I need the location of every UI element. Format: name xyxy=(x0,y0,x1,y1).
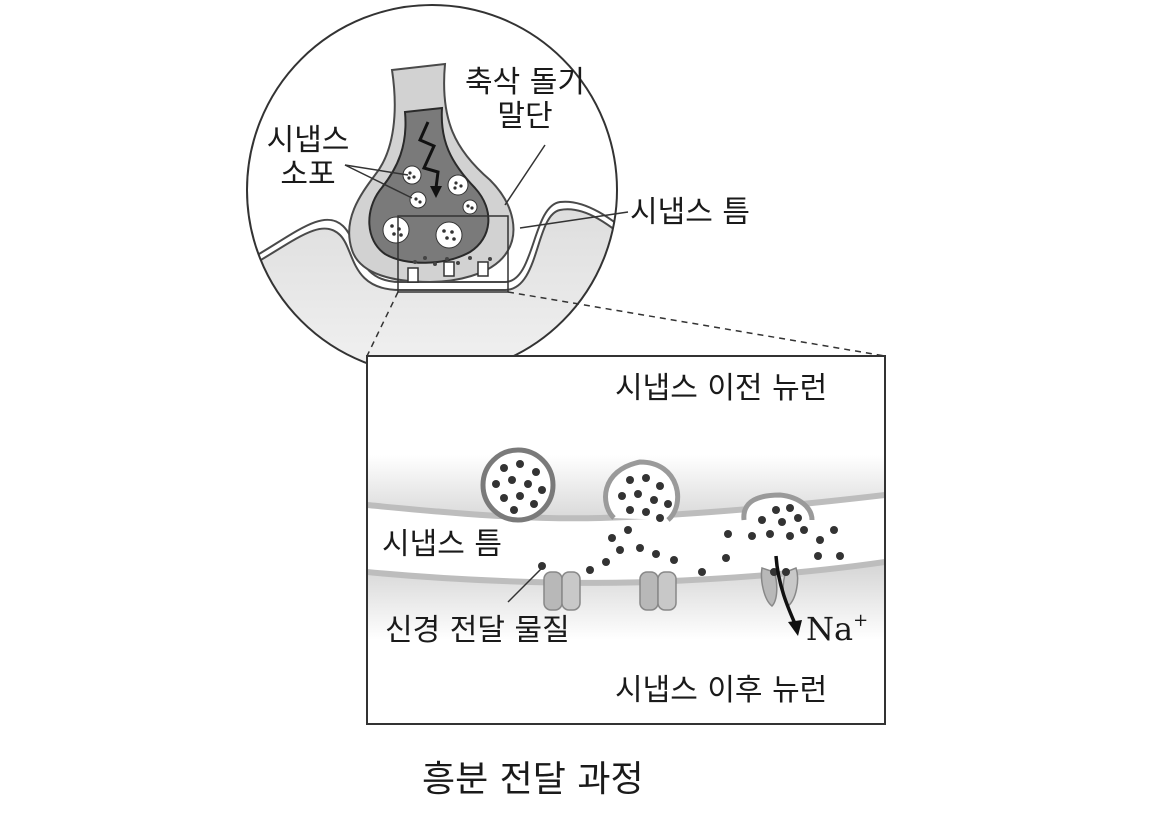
diagram-caption: 흥분 전달 과정 xyxy=(422,759,644,800)
synaptic-vesicle-label-line2: 소포 xyxy=(280,157,336,192)
postsynaptic-membrane-outer xyxy=(247,200,617,283)
zoom-region xyxy=(397,215,509,293)
presynaptic-neuron-label: 시냅스 이전 뉴런 xyxy=(615,371,828,406)
sodium-ion-label: Na+ xyxy=(806,604,868,646)
receptor-closed-1 xyxy=(543,571,581,611)
neurotransmitter-pointer xyxy=(507,567,543,603)
axon-terminal-label: 축삭 돌기 말단 xyxy=(450,66,600,134)
vesicle-intact-dots xyxy=(492,460,546,514)
inset-background xyxy=(367,356,885,724)
receptor-closed-2 xyxy=(639,571,677,611)
synaptic-vesicle-label: 시냅스 소포 xyxy=(258,124,358,192)
terminal-vesicles xyxy=(382,165,478,249)
zoom-lines xyxy=(366,291,886,357)
axon-terminal-label-line1: 축삭 돌기 xyxy=(465,65,585,100)
sodium-influx-arrow xyxy=(774,555,798,627)
vesicle-fusing-dots xyxy=(602,474,672,566)
inset-panel xyxy=(366,355,886,725)
vesicle-fusing xyxy=(603,459,681,522)
small-receptors xyxy=(407,261,489,283)
inset-border xyxy=(366,355,886,725)
sodium-ion-symbol: Na xyxy=(806,610,854,648)
sodium-arrowhead xyxy=(788,620,802,636)
action-potential-arrowhead xyxy=(430,186,442,198)
axon-terminal-label-line2: 말단 xyxy=(497,99,553,134)
postsynaptic-neuron-label: 시냅스 이후 뉴런 xyxy=(615,673,828,708)
action-potential-arrow xyxy=(418,121,440,189)
vesicle-released-dots xyxy=(538,504,844,576)
synaptic-vesicle-label-line1: 시냅스 xyxy=(266,123,350,158)
top-pointer-lines xyxy=(344,144,629,229)
synaptic-cleft-top-label: 시냅스 틈 xyxy=(630,195,750,230)
sodium-ion-charge: + xyxy=(853,610,869,631)
neurotransmitter-label: 신경 전달 물질 xyxy=(385,613,570,648)
synaptic-cleft-inset-label: 시냅스 틈 xyxy=(382,527,502,562)
